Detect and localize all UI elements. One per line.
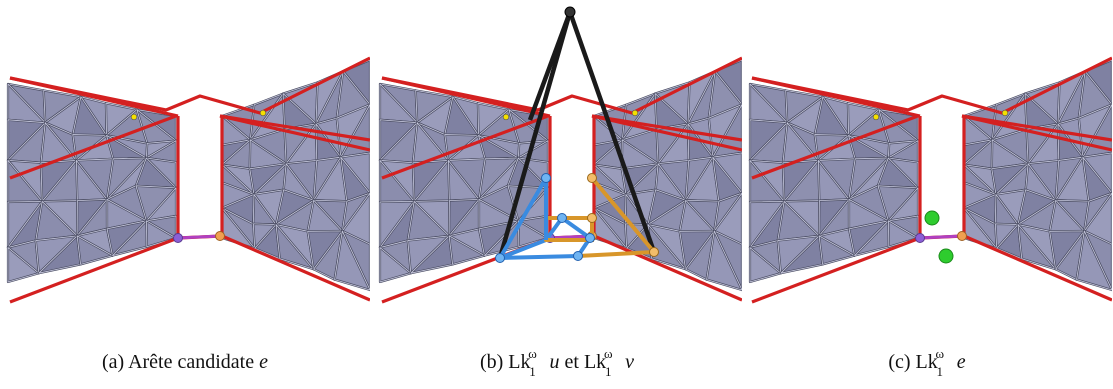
boundary-lines bbox=[751, 56, 1112, 304]
yellow-marker-left bbox=[130, 113, 138, 121]
link-u-vertex bbox=[495, 253, 505, 263]
vertex-u bbox=[173, 233, 183, 243]
lk-sub: 1 bbox=[936, 364, 944, 379]
left-mesh-block bbox=[378, 82, 550, 284]
right-mesh-block bbox=[592, 58, 742, 292]
mesh-triangle-highlight bbox=[1076, 230, 1112, 291]
mesh-triangle-highlight bbox=[749, 247, 782, 283]
yellow-marker-left bbox=[502, 113, 510, 121]
vertex-v bbox=[215, 231, 225, 241]
caption-b-var-u: u bbox=[549, 351, 560, 373]
boundary-right-diag bbox=[961, 114, 1112, 152]
boundary-left-upper bbox=[751, 76, 921, 118]
link-u-vertex bbox=[585, 233, 595, 243]
panel-a-candidate-edge bbox=[0, 0, 370, 318]
panel-a-scene bbox=[6, 56, 370, 304]
boundary-left-upper bbox=[9, 76, 179, 118]
caption-c-var-e: e bbox=[956, 351, 966, 373]
lk-sub: 1 bbox=[529, 364, 536, 379]
link-edges-u-v bbox=[495, 6, 659, 263]
lk-base: Lk bbox=[915, 351, 938, 373]
caption-a: (a) Arête candidate e bbox=[0, 350, 370, 374]
link-v-vertex bbox=[587, 173, 597, 183]
apex-edge-back bbox=[527, 11, 573, 121]
lk-sup: ω bbox=[603, 346, 613, 361]
caption-a-var: e bbox=[259, 351, 269, 373]
yellow-marker-right bbox=[1001, 109, 1009, 117]
boundary-left-diag bbox=[751, 114, 919, 180]
apex-edge-right bbox=[567, 11, 657, 253]
yellow-marker-right bbox=[259, 109, 267, 117]
lk-base: Lk bbox=[583, 351, 607, 373]
apex-edge-left bbox=[497, 11, 573, 259]
edge-e-line bbox=[177, 234, 221, 240]
mesh-triangle-highlight bbox=[275, 224, 315, 270]
vertex-u bbox=[915, 233, 925, 243]
mesh-triangle-highlight bbox=[448, 235, 485, 265]
caption-c-prefix: (c) bbox=[888, 351, 911, 373]
link-u-vertex bbox=[541, 173, 551, 183]
panel-c-link-e bbox=[742, 0, 1112, 318]
link-v-vertex bbox=[649, 247, 659, 257]
boundary-right-diag bbox=[219, 114, 370, 152]
edge-e-line bbox=[919, 234, 963, 240]
link-u-vertex bbox=[573, 251, 583, 261]
yellow-marker-right bbox=[631, 109, 639, 117]
panel-c-scene bbox=[748, 56, 1112, 304]
caption-b-conj: et bbox=[564, 351, 579, 373]
panel-b-link-u-v bbox=[372, 0, 742, 318]
mesh-triangle-highlight bbox=[818, 235, 855, 265]
boundary-left-diag bbox=[381, 114, 549, 180]
boundary-right-mid bbox=[591, 114, 742, 142]
caption-a-prefix: (a) Arête candidate bbox=[101, 351, 255, 373]
mesh-triangle-highlight bbox=[888, 220, 919, 248]
boundary-right-mid bbox=[219, 114, 370, 142]
link-v-edges-inner bbox=[544, 216, 594, 242]
mesh-triangle-highlight bbox=[518, 220, 549, 248]
lk-base: Lk bbox=[508, 351, 531, 373]
boundary-top bbox=[751, 56, 1112, 115]
boundary-left-upper bbox=[381, 76, 551, 118]
boundary-left-diag bbox=[9, 114, 177, 180]
mesh-triangle-highlight bbox=[7, 247, 40, 283]
lk-sup: ω bbox=[528, 346, 537, 361]
left-mesh-block bbox=[6, 82, 178, 284]
link-e-vertex bbox=[938, 248, 954, 264]
mesh-triangle-highlight bbox=[379, 247, 412, 283]
link-u-vertex bbox=[557, 213, 567, 223]
panel-b-scene bbox=[378, 6, 742, 304]
apex-vertex bbox=[564, 6, 576, 18]
lk-sub: 1 bbox=[604, 364, 612, 379]
left-mesh-block bbox=[748, 82, 920, 284]
link-e-vertices bbox=[924, 210, 954, 264]
caption-b-var-v: v bbox=[625, 351, 635, 373]
candidate-edge-e bbox=[915, 231, 967, 243]
mesh-triangle-highlight bbox=[146, 220, 177, 248]
yellow-marker-left bbox=[872, 113, 880, 121]
mesh-triangle-highlight bbox=[334, 230, 370, 291]
boundary-top bbox=[381, 56, 742, 115]
mesh-triangle-highlight bbox=[76, 235, 113, 265]
boundary-right-diag bbox=[591, 114, 742, 152]
link-v-vertex bbox=[587, 213, 597, 223]
caption-b-prefix: (b) bbox=[479, 351, 504, 373]
lk-sup: ω bbox=[935, 346, 945, 361]
vertex-v bbox=[957, 231, 967, 241]
mesh-triangle-highlight bbox=[1017, 224, 1057, 270]
boundary-top bbox=[9, 56, 370, 115]
link-e-vertex bbox=[924, 210, 940, 226]
candidate-edge-e bbox=[173, 231, 225, 243]
boundary-right-mid bbox=[961, 114, 1112, 142]
mesh-triangle-highlight bbox=[706, 230, 742, 291]
